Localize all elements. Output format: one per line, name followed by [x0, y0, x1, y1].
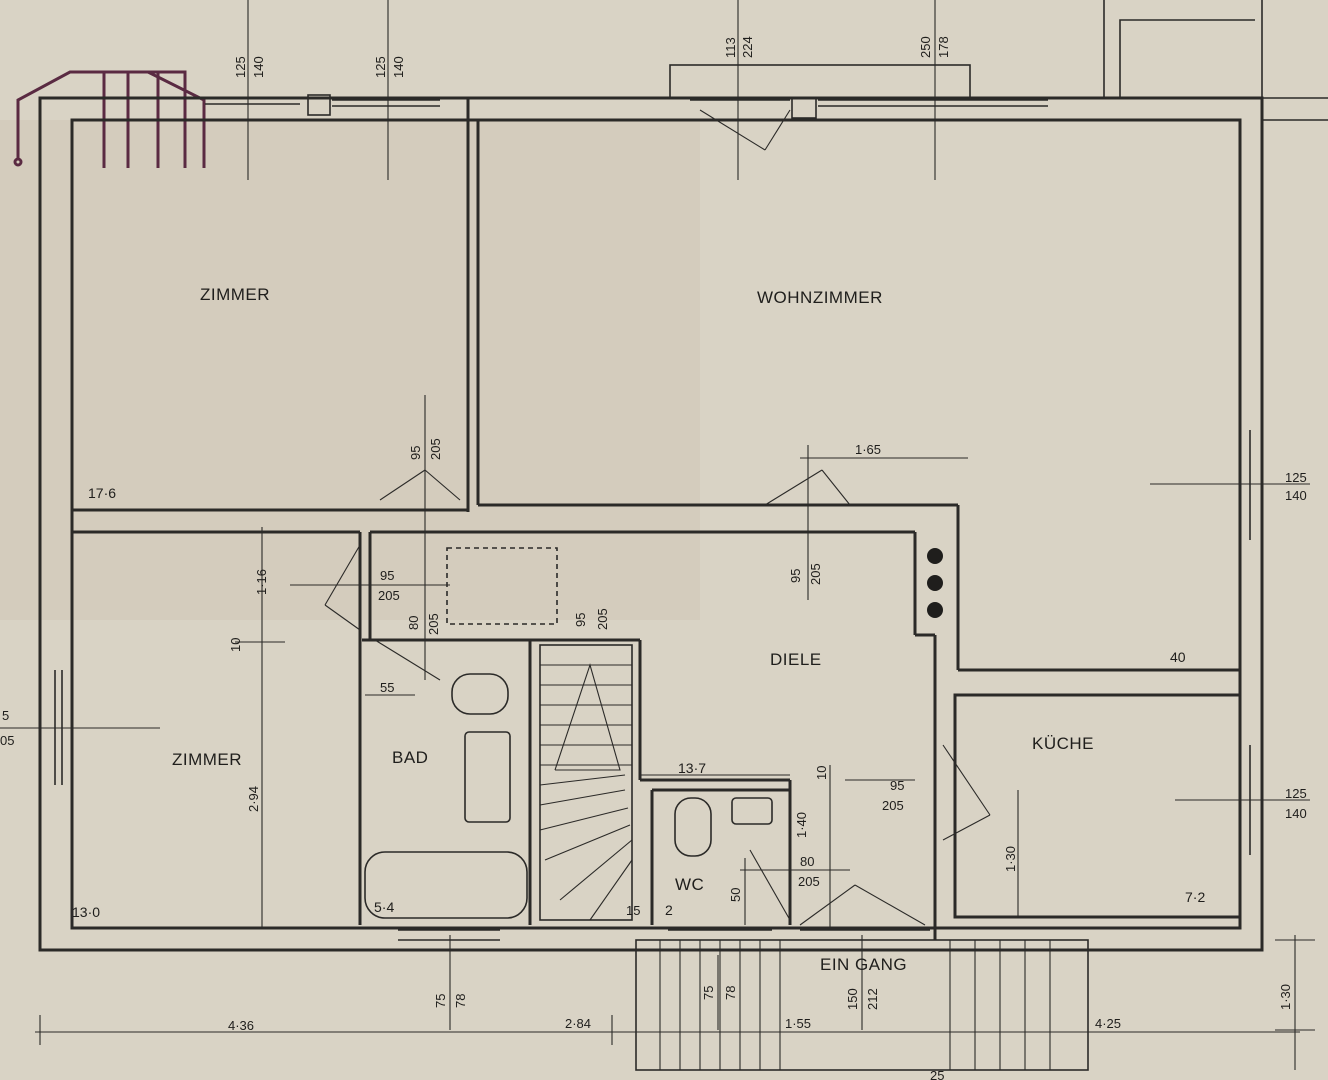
- dim-left-edge-b: 05: [0, 733, 14, 748]
- staircase: [539, 644, 633, 921]
- dim-win-top4-a: 250: [918, 36, 933, 58]
- dim-bad-door-a: 80: [406, 616, 421, 630]
- room-label-diele: DIELE: [770, 650, 822, 669]
- dim-run-425: 4·25: [1095, 1016, 1121, 1031]
- dim-bottom-75b: 75: [701, 986, 716, 1000]
- dim-door-wohn-b: 205: [808, 563, 823, 585]
- dim-door-zimmer-b: 205: [428, 438, 443, 460]
- room-label-zimmer-top: ZIMMER: [200, 285, 270, 304]
- dim-wc-140: 1·40: [794, 812, 809, 838]
- door-swings: [324, 109, 991, 926]
- dim-right-win1-a: 125: [1285, 470, 1307, 485]
- room-area-bad: 5·4: [374, 899, 394, 915]
- dim-win-top2-b: 140: [391, 56, 406, 78]
- dim-left-edge-a: 5: [2, 708, 9, 723]
- room-label-bad: BAD: [392, 748, 428, 767]
- windows: [54, 64, 1251, 941]
- dim-stair-a: 95: [573, 613, 588, 627]
- dim-h-10: 10: [228, 638, 243, 652]
- dim-win-top3-b: 224: [740, 36, 755, 58]
- dim-bottom-25: 25: [930, 1068, 944, 1080]
- dim-bad-55: 55: [380, 680, 394, 695]
- top-right-structure: [1103, 0, 1328, 121]
- paper-shadow: [0, 120, 700, 620]
- interior-walls: [72, 98, 1242, 940]
- dim-bottom-78a: 78: [453, 994, 468, 1008]
- dim-bottom-75a: 75: [433, 994, 448, 1008]
- dim-right-130: 1·30: [1278, 984, 1293, 1010]
- dim-kueche-door-b: 205: [882, 798, 904, 813]
- dim-bad-door-b: 205: [426, 613, 441, 635]
- dim-h-116: 1·16: [254, 569, 269, 595]
- dim-win-top3-a: 113: [723, 37, 738, 58]
- dim-run-436: 4·36: [228, 1018, 254, 1033]
- dim-wc-50: 50: [728, 888, 743, 902]
- dim-bottom-212: 212: [865, 988, 880, 1010]
- room-label-eingang: EIN GANG: [820, 955, 907, 974]
- room-area-zimmer-top: 17·6: [88, 485, 116, 501]
- room-label-wc: WC: [675, 875, 704, 894]
- dim-zimmer-door-b: 205: [378, 588, 400, 603]
- dim-right-win1-b: 140: [1285, 488, 1307, 503]
- room-label-wohnzimmer: WOHNZIMMER: [757, 288, 883, 307]
- dim-right-win2-b: 140: [1285, 806, 1307, 821]
- room-label-kueche: KÜCHE: [1032, 734, 1094, 753]
- dim-zimmer-door-a: 95: [380, 568, 394, 583]
- dim-win-top1-a: 125: [233, 56, 248, 78]
- dim-win-top2-a: 125: [373, 56, 388, 78]
- dim-stair-15: 15: [626, 903, 640, 918]
- fixtures: [364, 547, 943, 919]
- room-label-zimmer-left: ZIMMER: [172, 750, 242, 769]
- dim-right-win2-a: 125: [1285, 786, 1307, 801]
- dim-run-284: 2·84: [565, 1016, 591, 1031]
- dim-win-top1-b: 140: [251, 56, 266, 78]
- room-area-wc: 2: [665, 902, 673, 918]
- dim-door-zimmer-a: 95: [408, 446, 423, 460]
- dim-h-294: 2·94: [246, 786, 261, 812]
- dim-door-wohn-a: 95: [788, 569, 803, 583]
- room-area-diele: 13·7: [678, 760, 706, 776]
- dim-win-top4-b: 178: [936, 36, 951, 58]
- room-area-wohnzimmer: 40: [1170, 649, 1186, 665]
- room-area-kueche: 7·2: [1185, 889, 1205, 905]
- dim-kueche-door-a: 95: [890, 778, 904, 793]
- room-area-zimmer-left: 13·0: [72, 904, 100, 920]
- dim-kueche-130: 1·30: [1003, 846, 1018, 872]
- dim-wc-80: 80: [800, 854, 814, 869]
- dim-wc-205: 205: [798, 874, 820, 889]
- dim-bottom-150: 150: [845, 988, 860, 1010]
- dim-run-155: 1·55: [785, 1016, 811, 1031]
- dim-wc-10: 10: [814, 766, 829, 780]
- dim-stair-b: 205: [595, 608, 610, 630]
- dim-bottom-78b: 78: [723, 986, 738, 1000]
- dim-door-wohn-width: 1·65: [855, 442, 881, 457]
